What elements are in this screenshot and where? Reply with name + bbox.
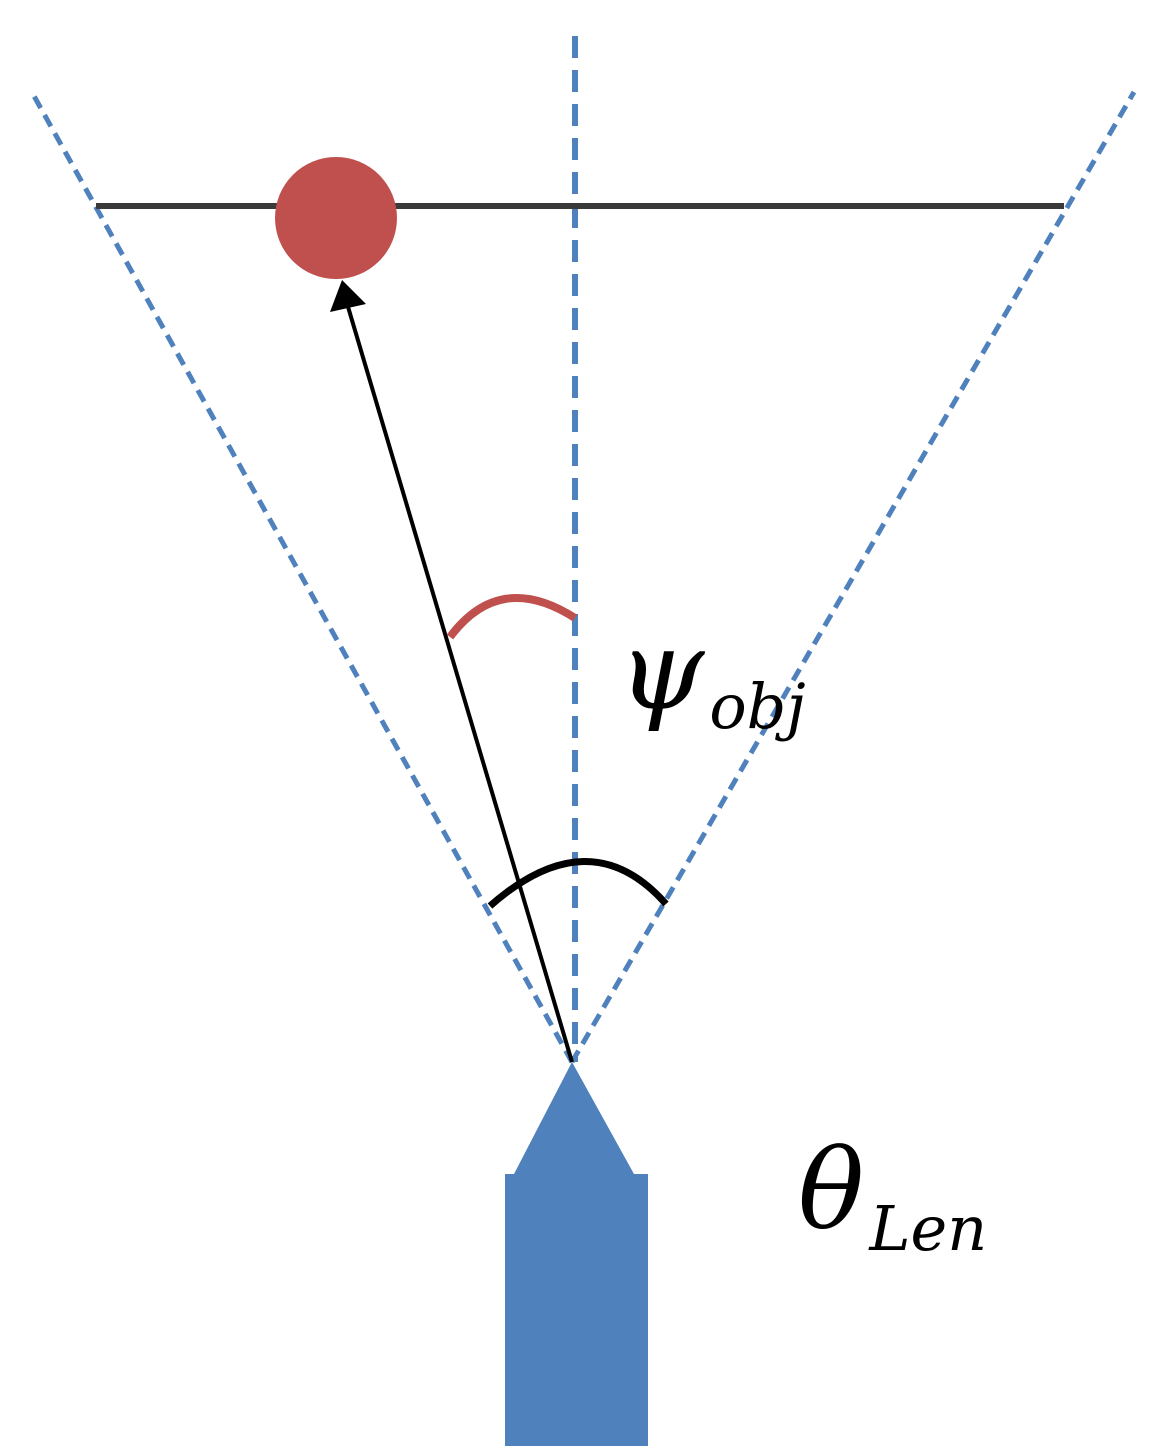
lens-angle-symbol: θ [798, 1126, 864, 1254]
object-angle-label: ψ obj [618, 606, 806, 743]
object-angle-subscript: obj [709, 670, 805, 743]
camera-icon [505, 1062, 648, 1446]
arrowhead-icon [330, 280, 366, 312]
object-dot [275, 157, 397, 279]
lens-angle-arc [487, 858, 669, 909]
object-angle-arc [446, 594, 578, 640]
fov-left-boundary [31, 94, 575, 1064]
lens-angle-subscript: Len [868, 1192, 987, 1265]
object-angle-symbol: ψ [618, 606, 706, 734]
fov-right-boundary [569, 90, 1137, 1064]
lens-angle-label: θ Len [798, 1126, 987, 1265]
object-direction-arrow [344, 299, 574, 1063]
